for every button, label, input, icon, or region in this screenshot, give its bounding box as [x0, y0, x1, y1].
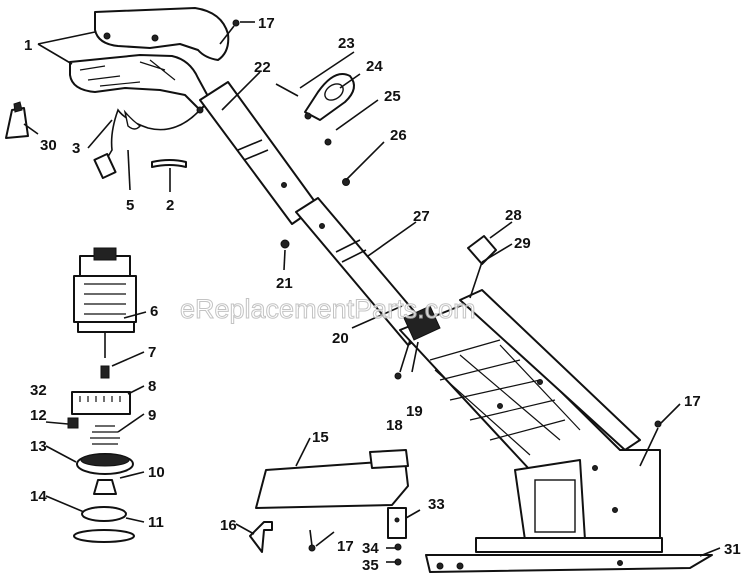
motor-bracket	[71, 391, 131, 415]
callout-32: 32	[30, 382, 47, 399]
spring-pin	[100, 365, 110, 379]
callout-3: 3	[72, 140, 80, 157]
bump-knob	[73, 529, 135, 543]
adjust-knob	[467, 235, 497, 299]
part-32	[67, 417, 79, 429]
callout-8: 8	[148, 378, 156, 395]
spool-hub	[93, 479, 117, 495]
callout-22: 22	[254, 59, 271, 76]
callout-18: 18	[386, 417, 403, 434]
callout-1: 1	[24, 37, 32, 54]
callout-23: 23	[338, 35, 355, 52]
spring	[90, 425, 120, 445]
screw-17-lower	[308, 529, 316, 552]
handle-assembly	[69, 7, 230, 114]
callout-14: 14	[30, 488, 47, 505]
callout-16: 16	[220, 517, 237, 534]
callout-29: 29	[514, 235, 531, 252]
callout-33: 33	[428, 496, 445, 513]
callout-25: 25	[384, 88, 401, 105]
callout-20: 20	[332, 330, 349, 347]
callout-9: 9	[148, 407, 156, 424]
bracket-33	[387, 507, 407, 539]
callout-30: 30	[40, 137, 57, 154]
hand-guard	[275, 73, 355, 186]
screw-17-right	[639, 420, 662, 467]
callout-11: 11	[148, 514, 164, 531]
part-16	[249, 521, 273, 553]
lower-housing	[399, 289, 661, 546]
plug-part	[5, 101, 29, 139]
callout-17-top: 17	[258, 15, 275, 32]
callout-21: 21	[276, 275, 293, 292]
callout-17-lower: 17	[337, 538, 354, 555]
callout-34: 34	[362, 540, 379, 557]
callout-28: 28	[505, 207, 522, 224]
callout-10: 10	[148, 464, 165, 481]
callout-26: 26	[390, 127, 407, 144]
nut-34	[394, 543, 402, 551]
switch-18-19	[394, 305, 441, 380]
base-plate	[425, 537, 713, 573]
callout-17-right: 17	[684, 393, 701, 410]
callout-labels: 1 2 3 5 6 7 8 9 10 11 12 13 14 15 16 17 …	[24, 15, 741, 574]
spool-cap	[81, 506, 127, 522]
screw-17-top	[219, 19, 255, 45]
push-button-21	[280, 239, 290, 249]
callout-31: 31	[724, 541, 741, 558]
callout-13: 13	[30, 438, 47, 455]
callout-24: 24	[366, 58, 383, 75]
upper-shaft	[199, 81, 319, 225]
guard	[255, 449, 409, 509]
callout-2: 2	[166, 197, 174, 214]
cord-assembly	[93, 108, 199, 180]
cord-clip	[151, 159, 187, 168]
callout-5: 5	[126, 197, 134, 214]
callout-7: 7	[148, 344, 156, 361]
callout-19: 19	[406, 403, 423, 420]
spool	[76, 453, 134, 475]
callout-12: 12	[30, 407, 47, 424]
motor	[73, 247, 137, 358]
callout-35: 35	[362, 557, 379, 574]
watermark-text: eReplacementParts.com	[180, 294, 476, 324]
callout-27: 27	[413, 208, 430, 225]
callout-6: 6	[150, 303, 158, 320]
callout-15: 15	[312, 429, 329, 446]
leader-lines	[23, 31, 721, 563]
